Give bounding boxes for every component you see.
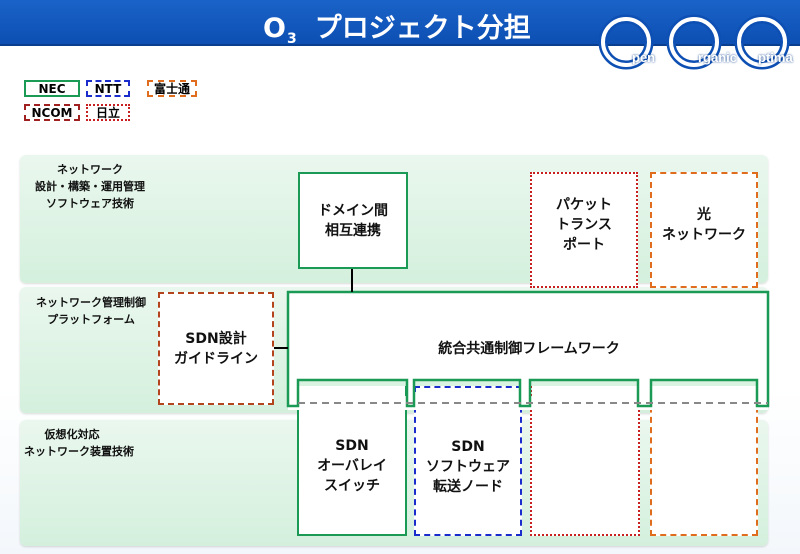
- box-sdn-software-node: SDN ソフトウェア 転送ノード: [414, 386, 522, 536]
- optical-line2: ネットワーク: [662, 227, 746, 243]
- box-domain-interconnect: ドメイン間 相互連携: [298, 172, 408, 269]
- sdn-guide-line1: SDN設計: [185, 330, 247, 347]
- domain-line1: ドメイン間: [318, 202, 388, 219]
- title-text: プロジェクト分担: [314, 13, 531, 44]
- band-label-virtualization: 仮想化対応 ネットワーク装置技術: [24, 426, 134, 460]
- box-optical-network: 光 ネットワーク: [650, 172, 758, 288]
- band1-label-line1: ネットワーク: [57, 163, 123, 176]
- optical-line1: 光: [697, 207, 711, 223]
- packet-line2: トランス: [556, 217, 612, 233]
- box-sdn-overlay-switch: SDN オーバレイ スイッチ: [297, 386, 407, 536]
- packet-line1: パケット: [556, 197, 612, 213]
- box-sdn-design-guideline: SDN設計 ガイドライン: [158, 292, 274, 405]
- softnode-line2: ソフトウェア: [426, 459, 510, 475]
- packet-line3: ポート: [563, 237, 605, 253]
- box-packet-transport: パケット トランス ポート: [530, 172, 638, 288]
- box-optical-lower: [650, 386, 758, 536]
- logo-word-ptima: ptima: [758, 50, 793, 65]
- legend-fujitsu: 富士通: [147, 80, 197, 97]
- band-label-management-platform: ネットワーク管理制御 プラットフォーム: [26, 294, 156, 328]
- ooo-logo: pen rganic ptima: [598, 14, 800, 74]
- box-packet-lower: [530, 386, 640, 536]
- band1-label-line2: 設計・構築・運用管理: [35, 180, 145, 193]
- band-label-network-software: ネットワーク 設計・構築・運用管理 ソフトウェア技術: [24, 161, 156, 212]
- band3-label-line2: ネットワーク装置技術: [24, 445, 134, 458]
- overlay-line3: スイッチ: [324, 478, 380, 494]
- legend-ncom: NCOM: [24, 104, 80, 121]
- legend-ntt: NTT: [86, 80, 130, 97]
- softnode-line3: 転送ノード: [433, 479, 503, 495]
- overlay-line2: オーバレイ: [317, 458, 387, 474]
- title-subscript: 3: [286, 31, 297, 47]
- band1-label-line3: ソフトウェア技術: [46, 197, 134, 210]
- logo-word-pen: pen: [632, 50, 656, 65]
- overlay-line1: SDN: [335, 438, 369, 454]
- band3-label-line1: 仮想化対応: [44, 428, 100, 441]
- legend-nec: NEC: [24, 80, 80, 97]
- band2-label-line2: プラットフォーム: [47, 313, 135, 326]
- logo-rings-icon: [598, 14, 790, 70]
- legend-hitachi: 日立: [86, 104, 130, 121]
- softnode-line1: SDN: [451, 439, 485, 455]
- logo-word-rganic: rganic: [698, 50, 738, 65]
- sdn-guide-line2: ガイドライン: [174, 350, 258, 367]
- page-title: O3 プロジェクト分担: [263, 6, 531, 47]
- domain-line2: 相互連携: [325, 222, 381, 239]
- title-o: O: [263, 13, 286, 44]
- band2-label-line1: ネットワーク管理制御: [36, 296, 146, 309]
- header-bar: O3 プロジェクト分担: [0, 0, 800, 47]
